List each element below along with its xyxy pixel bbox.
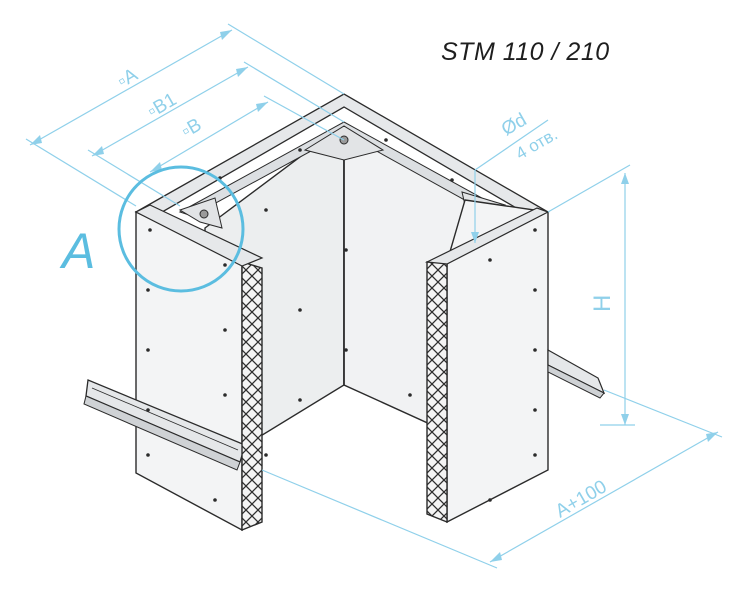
model-title: STM 110 / 210 xyxy=(441,38,610,66)
left-edge-cap xyxy=(134,204,264,267)
left-rail-lip xyxy=(83,395,241,471)
right-insulation-edge xyxy=(426,261,448,524)
right-rail-lip xyxy=(547,364,605,399)
dim-label-a100: A+100 xyxy=(552,476,611,522)
dim-label-a: ▫A xyxy=(114,64,142,92)
rivets xyxy=(146,138,537,502)
dimension-arrowheads xyxy=(30,30,718,562)
detail-callout-label: A xyxy=(62,223,96,279)
left-rail-edge xyxy=(91,387,239,451)
dim-label-b: ▫B xyxy=(178,114,205,142)
left-insulation-edge xyxy=(241,261,263,532)
dim-label-b1: ▫B1 xyxy=(144,89,180,122)
dim-label-h: H xyxy=(589,295,616,312)
mounting-hole xyxy=(199,209,209,219)
detail-callout-circle xyxy=(117,165,245,293)
dimension-lines xyxy=(25,23,723,569)
left-front-panel xyxy=(135,210,243,532)
